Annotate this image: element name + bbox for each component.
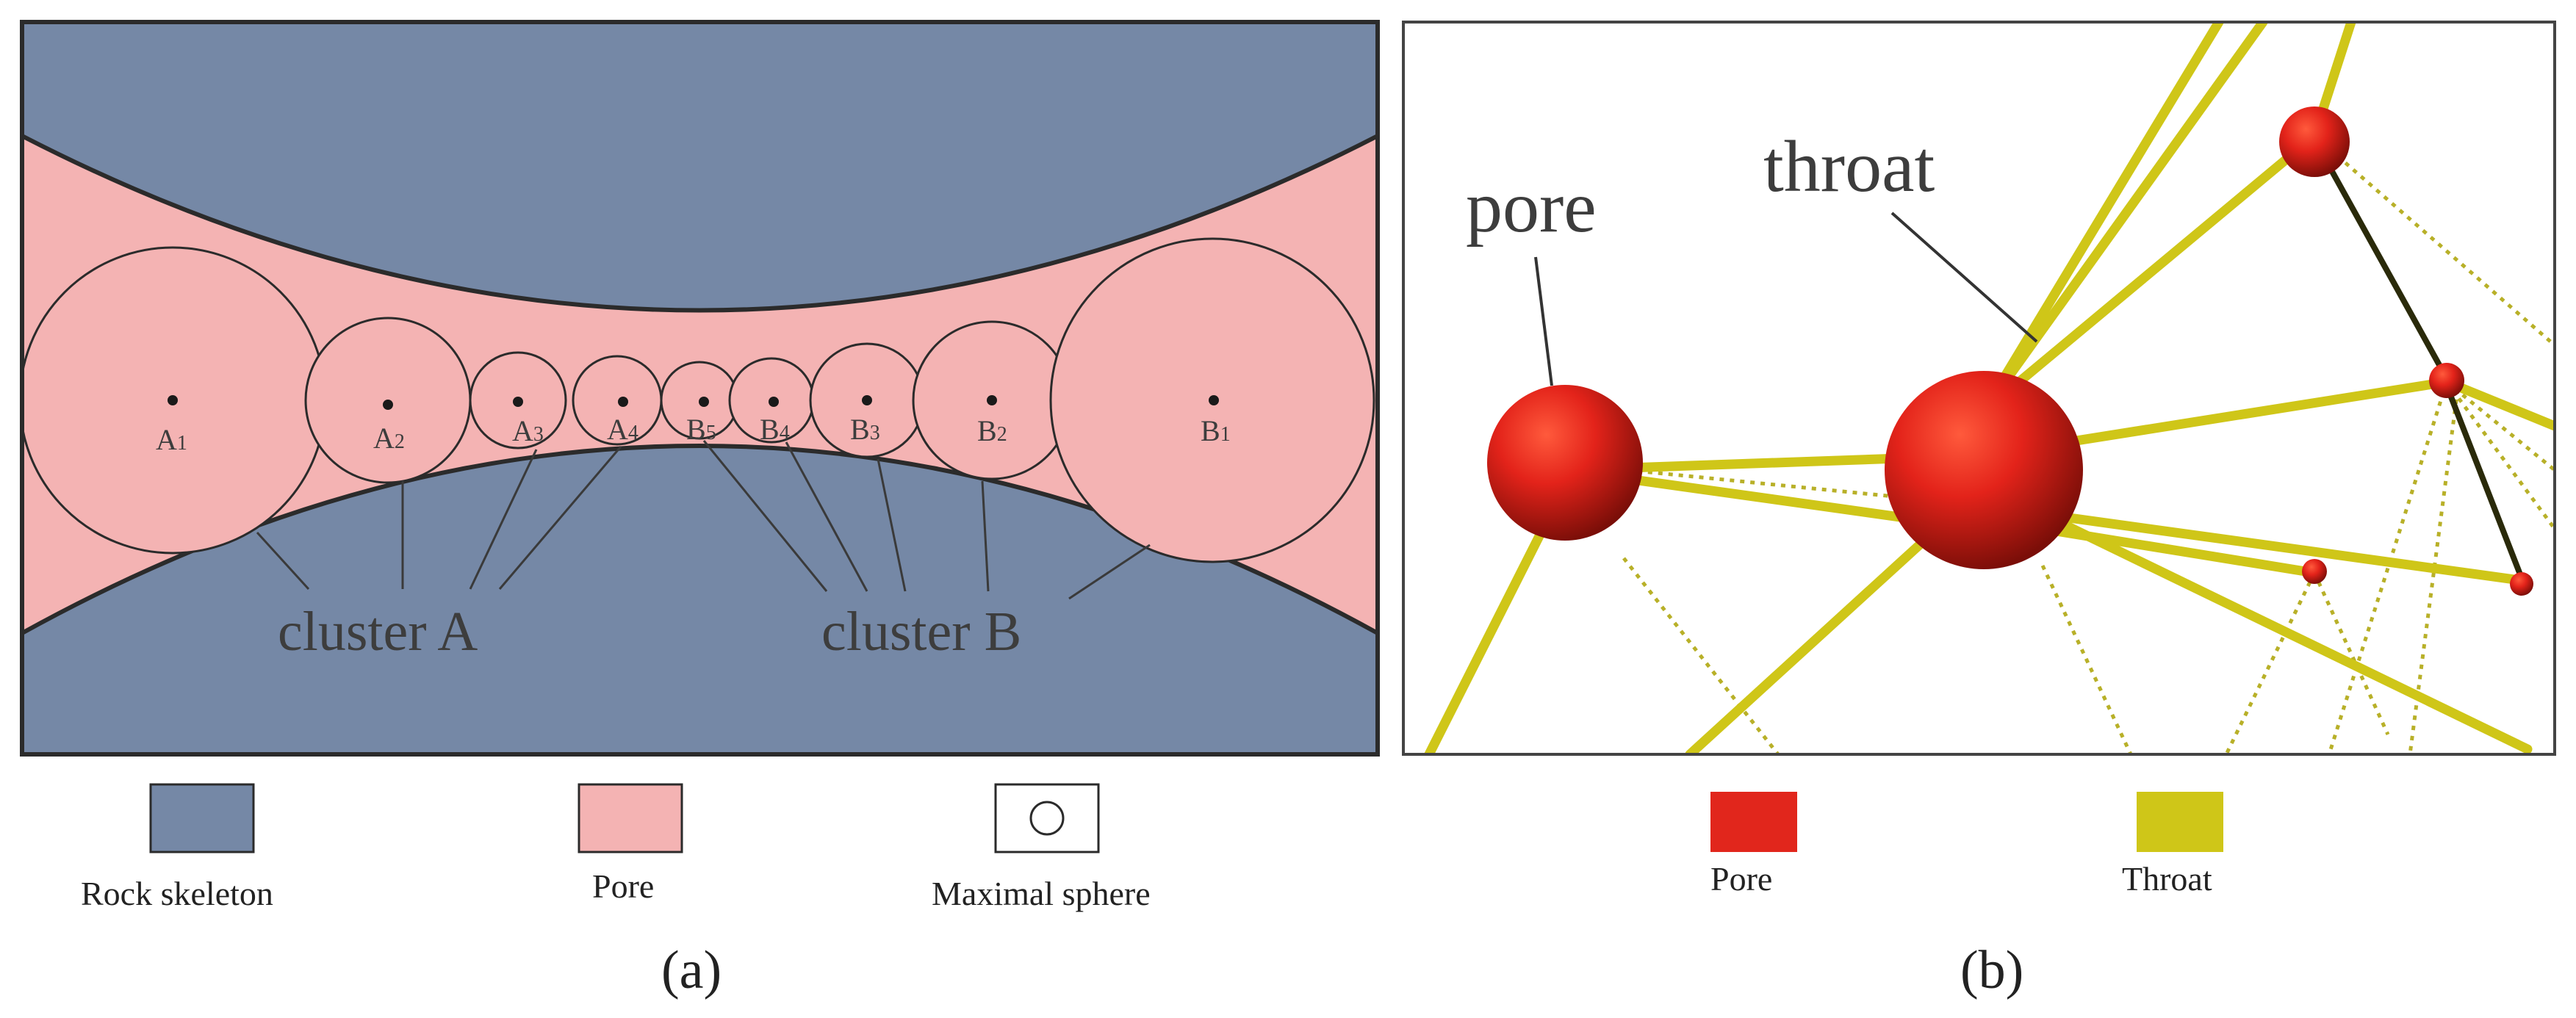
label-b1: B1 xyxy=(1201,414,1231,447)
label-a3: A3 xyxy=(512,414,544,447)
legend-pore-swatch-b xyxy=(1710,792,1797,852)
label-b3: B3 xyxy=(850,413,880,446)
panel-a-frame xyxy=(20,20,1380,757)
sphere-labels: A1 A2 A3 A4 B5 B4 B3 B2 B1 xyxy=(156,413,1231,456)
label-b4: B4 xyxy=(760,413,790,446)
legend-rock-label: Rock skeleton xyxy=(81,875,273,912)
legend-sphere-label: Maximal sphere xyxy=(932,875,1151,912)
panel-b-frame xyxy=(1402,21,2556,756)
legend-sphere-icon xyxy=(1029,801,1065,836)
pore-label: pore xyxy=(1466,166,1597,248)
label-a4: A4 xyxy=(607,413,638,446)
pore-leader-line xyxy=(1534,256,1553,386)
legend-rock-swatch xyxy=(149,783,255,853)
panel-b-caption: (b) xyxy=(1960,940,2023,1000)
pore-top-right xyxy=(2279,107,2350,177)
sphere-centers xyxy=(168,395,1219,410)
legend-throat-label: Throat xyxy=(2122,860,2212,898)
panel-b: pore throat Pore Throat (b) xyxy=(1402,21,2556,1000)
legend-pore-label-b: Pore xyxy=(1710,860,1772,898)
legend-pore-label: Pore xyxy=(592,867,654,905)
legend-a: Rock skeleton Pore Maximal sphere xyxy=(81,783,1151,912)
pore-right xyxy=(2429,363,2464,398)
legend-throat-swatch xyxy=(2137,792,2223,852)
panel-a-caption: (a) xyxy=(661,940,722,1000)
legend-pore-swatch xyxy=(578,783,683,853)
legend-sphere-swatch xyxy=(994,783,1100,853)
label-b2: B2 xyxy=(977,414,1007,447)
cluster-b-label: cluster B xyxy=(821,601,1021,663)
pore-edge xyxy=(2510,572,2533,596)
label-a2: A2 xyxy=(373,422,405,455)
cluster-a-label: cluster A xyxy=(278,601,478,663)
pore-large xyxy=(1885,371,2083,569)
label-b5: B5 xyxy=(686,413,716,446)
pore-small-left xyxy=(1487,385,1643,541)
throat-label: throat xyxy=(1763,126,1935,207)
dark-throat-2 xyxy=(2444,384,2527,585)
cluster-leader-lines xyxy=(256,440,1151,600)
label-a1: A1 xyxy=(156,423,187,456)
throat-leader-line xyxy=(1890,212,2038,343)
legend-b: Pore Throat xyxy=(1710,792,2223,898)
pore-tiny xyxy=(2302,559,2327,584)
dark-throat xyxy=(2311,138,2450,380)
pores xyxy=(1487,107,2533,596)
panel-a: A1 A2 A3 A4 B5 B4 B3 B2 B1 xyxy=(20,20,1380,1000)
